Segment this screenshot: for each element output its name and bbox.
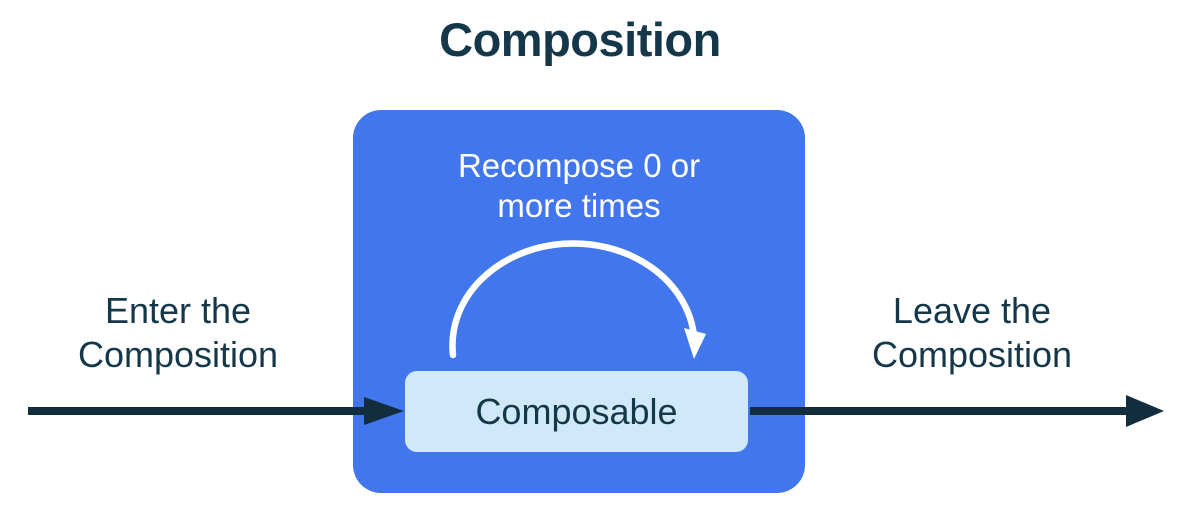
leave-composition-label: Leave the Composition xyxy=(871,290,1073,375)
composable-label: Composable xyxy=(475,390,678,432)
enter-arrow-icon xyxy=(28,397,404,425)
diagram-title: Composition xyxy=(439,13,721,66)
enter-composition-label: Enter the Composition xyxy=(77,290,279,375)
composable-node: Composable xyxy=(405,371,748,452)
recompose-label: Recompose 0 or more times xyxy=(457,147,701,224)
leave-arrow-icon xyxy=(750,395,1164,427)
leave-arrowhead-icon xyxy=(1126,395,1164,427)
